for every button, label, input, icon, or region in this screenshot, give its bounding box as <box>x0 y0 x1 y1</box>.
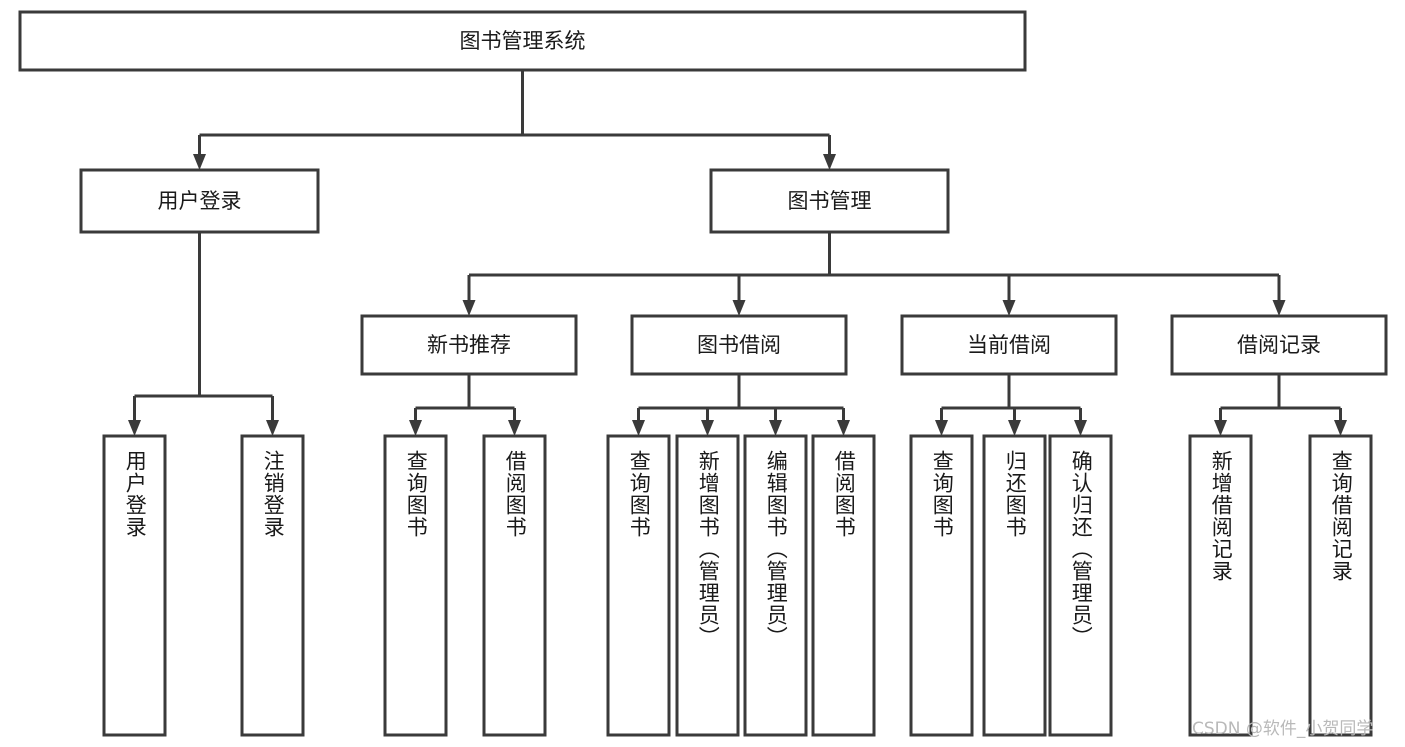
arrow-head-icon <box>935 420 948 436</box>
arrow-head-icon <box>1074 420 1087 436</box>
node-borrow-records-box[interactable] <box>1170 314 1388 376</box>
leaf-leaf-query-book-borrow-box[interactable] <box>606 434 671 737</box>
leaf-leaf-return-book-box[interactable] <box>982 434 1047 737</box>
arrow-head-icon <box>1272 300 1286 316</box>
arrow-head-icon <box>732 300 746 316</box>
arrow-head-icon <box>837 420 850 436</box>
node-user-login-box[interactable] <box>79 168 320 234</box>
node-user-login-label: 用户登录 <box>158 189 242 213</box>
leaf-leaf-edit-book-admin-box[interactable] <box>743 434 808 737</box>
node-new-book-recommend-box[interactable] <box>360 314 578 376</box>
leaf-leaf-borrow-book-box[interactable] <box>811 434 876 737</box>
node-current-borrow-label: 当前借阅 <box>967 333 1051 357</box>
leaf-leaf-add-book-admin-box[interactable] <box>675 434 740 737</box>
arrow-head-icon <box>266 420 279 436</box>
arrow-head-icon <box>128 420 141 436</box>
arrow-head-icon <box>1002 300 1016 316</box>
arrow-head-icon <box>823 154 836 170</box>
root-root-label: 图书管理系统 <box>460 29 586 53</box>
leaf-leaf-query-book-recommend-box[interactable] <box>383 434 448 737</box>
arrow-head-icon <box>462 300 476 316</box>
arrow-head-icon <box>508 420 521 436</box>
node-new-book-recommend-label: 新书推荐 <box>427 333 511 357</box>
node-current-borrow-box[interactable] <box>900 314 1118 376</box>
arrow-head-icon <box>409 420 422 436</box>
arrow-head-icon <box>193 154 206 170</box>
arrow-head-icon <box>1008 420 1021 436</box>
arrow-head-icon <box>1334 420 1347 436</box>
root-root-box[interactable] <box>18 10 1027 72</box>
node-borrow-records-label: 借阅记录 <box>1237 333 1321 357</box>
node-book-borrow-label: 图书借阅 <box>697 333 781 357</box>
connector-layer <box>128 70 1347 436</box>
node-book-management-label: 图书管理 <box>788 189 872 213</box>
node-box-layer <box>18 10 1388 737</box>
arrow-head-icon <box>1214 420 1227 436</box>
leaf-leaf-confirm-return-admin-box[interactable] <box>1048 434 1113 737</box>
node-book-borrow-box[interactable] <box>630 314 848 376</box>
leaf-leaf-user-logout-box[interactable] <box>240 434 305 737</box>
leaf-leaf-query-borrow-record-box[interactable] <box>1308 434 1373 737</box>
arrow-head-icon <box>769 420 782 436</box>
leaf-leaf-borrow-book-recommend-box[interactable] <box>482 434 547 737</box>
leaf-leaf-query-book-current-box[interactable] <box>909 434 974 737</box>
leaf-leaf-user-login-box[interactable] <box>102 434 167 737</box>
arrow-head-icon <box>701 420 714 436</box>
leaf-leaf-add-borrow-record-box[interactable] <box>1188 434 1253 737</box>
arrow-head-icon <box>632 420 645 436</box>
node-book-management-box[interactable] <box>709 168 950 234</box>
csdn-watermark: CSDN @软件_小贺同学 <box>1192 719 1374 739</box>
